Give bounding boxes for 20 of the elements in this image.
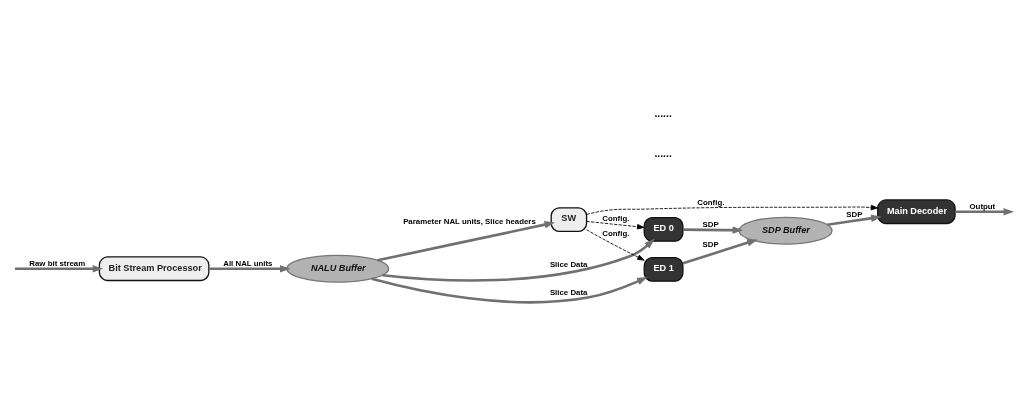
arrow: [371, 276, 648, 304]
arrow: [586, 228, 645, 261]
arrow: [586, 204, 879, 215]
node-box: SW: [550, 206, 588, 232]
node-box: ED 0: [643, 216, 684, 242]
arrow: [382, 238, 655, 282]
node-box: Main Decoder: [877, 198, 956, 224]
arrow: [377, 220, 555, 262]
arrow: [955, 207, 1015, 215]
label: ......: [654, 147, 672, 159]
arrow: [15, 264, 104, 272]
label: ......: [654, 107, 672, 119]
arrow: [683, 225, 744, 234]
node-box: ED 1: [643, 256, 684, 282]
arrow: [209, 264, 291, 272]
node-box: Bit Stream Processor: [98, 255, 210, 281]
arrow: [586, 220, 645, 229]
node-ellipse: NALU Buffer: [286, 254, 390, 283]
arrow: [682, 238, 758, 265]
arrow: [827, 214, 882, 226]
